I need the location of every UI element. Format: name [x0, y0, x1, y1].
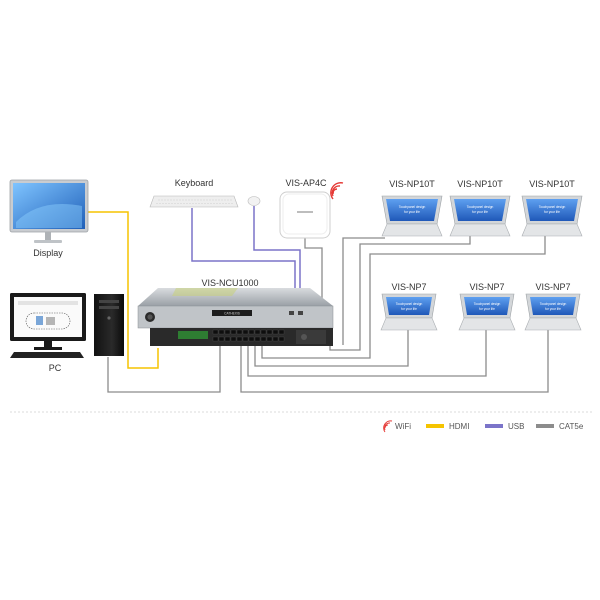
np7-panel-2: Touchpanel design for your life [458, 293, 516, 331]
np7-2-label: VIS-NP7 [469, 282, 504, 292]
legend-hdmi-label: HDMI [449, 422, 469, 431]
np10t-3-label: VIS-NP10T [529, 179, 575, 189]
np10t-3-screen-line2: for your life [544, 210, 560, 214]
cat5e-cable-np10t-3 [261, 236, 546, 359]
legend-wifi-label: WiFi [395, 422, 411, 431]
cat5e-cable-pc [107, 345, 221, 393]
cat5e-cable-np7-3 [240, 330, 549, 393]
usb-cable-keyboard [191, 208, 296, 294]
cat5e-cable-np10t-1 [342, 237, 385, 345]
keyboard-label: Keyboard [175, 178, 214, 188]
np7-1-label: VIS-NP7 [391, 282, 426, 292]
wifi-signal-icon [330, 182, 344, 200]
ncu-switch-device: CATHEXIS [137, 288, 334, 346]
cat5e-cable-np7-2 [247, 330, 487, 377]
legend-usb-label: USB [508, 422, 524, 431]
access-point-device [279, 191, 331, 239]
np7-1-screen-line2: for your life [401, 307, 417, 311]
display-monitor [9, 179, 89, 243]
ncu-brand-label: CATHEXIS [224, 312, 240, 316]
cat5e-cable-np7-1 [254, 330, 409, 367]
usb-keyboard [149, 195, 239, 208]
np10t-panel-2: Touchpanel design for your life [449, 195, 511, 237]
np10t-2-screen-line1: Touchpanel design [467, 205, 494, 209]
np10t-1-screen-line2: for your life [404, 210, 420, 214]
np10t-panel-3: Touchpanel design for your life [521, 195, 583, 237]
hdmi-cable-display [86, 211, 159, 369]
pc-computer [10, 293, 124, 358]
usb-line-icon [485, 424, 503, 428]
np7-panel-1: Touchpanel design for your life [380, 293, 438, 331]
legend: WiFi HDMI USB CAT5e [383, 420, 584, 433]
np10t-panel-1: Touchpanel design for your life [381, 195, 443, 237]
np10t-2-label: VIS-NP10T [457, 179, 503, 189]
np7-panel-3: Touchpanel design for your life [524, 293, 582, 331]
cables [86, 206, 549, 393]
cat5e-line-icon [536, 424, 554, 428]
np7-2-screen-line2: for your life [479, 307, 495, 311]
cat5e-cable-np10t-2 [329, 236, 471, 351]
legend-cat5e-label: CAT5e [559, 422, 584, 431]
ap-label: VIS-AP4C [285, 178, 327, 188]
np10t-3-screen-line1: Touchpanel design [539, 205, 566, 209]
np7-3-label: VIS-NP7 [535, 282, 570, 292]
ncu-label: VIS-NCU1000 [201, 278, 258, 288]
pc-label: PC [49, 363, 62, 373]
np7-2-screen-line1: Touchpanel design [474, 302, 501, 306]
ethernet-ports [212, 329, 285, 342]
np7-3-screen-line1: Touchpanel design [540, 302, 567, 306]
np10t-1-label: VIS-NP10T [389, 179, 435, 189]
np10t-2-screen-line2: for your life [472, 210, 488, 214]
usb-cable-mouse [253, 206, 301, 294]
np10t-1-screen-line1: Touchpanel design [399, 205, 426, 209]
hdmi-line-icon [426, 424, 444, 428]
np7-1-screen-line1: Touchpanel design [396, 302, 423, 306]
display-label: Display [33, 248, 63, 258]
usb-mouse [247, 196, 261, 206]
np7-3-screen-line2: for your life [545, 307, 561, 311]
legend-wifi-icon [383, 420, 393, 433]
cat5e-cable-ap [304, 238, 323, 345]
